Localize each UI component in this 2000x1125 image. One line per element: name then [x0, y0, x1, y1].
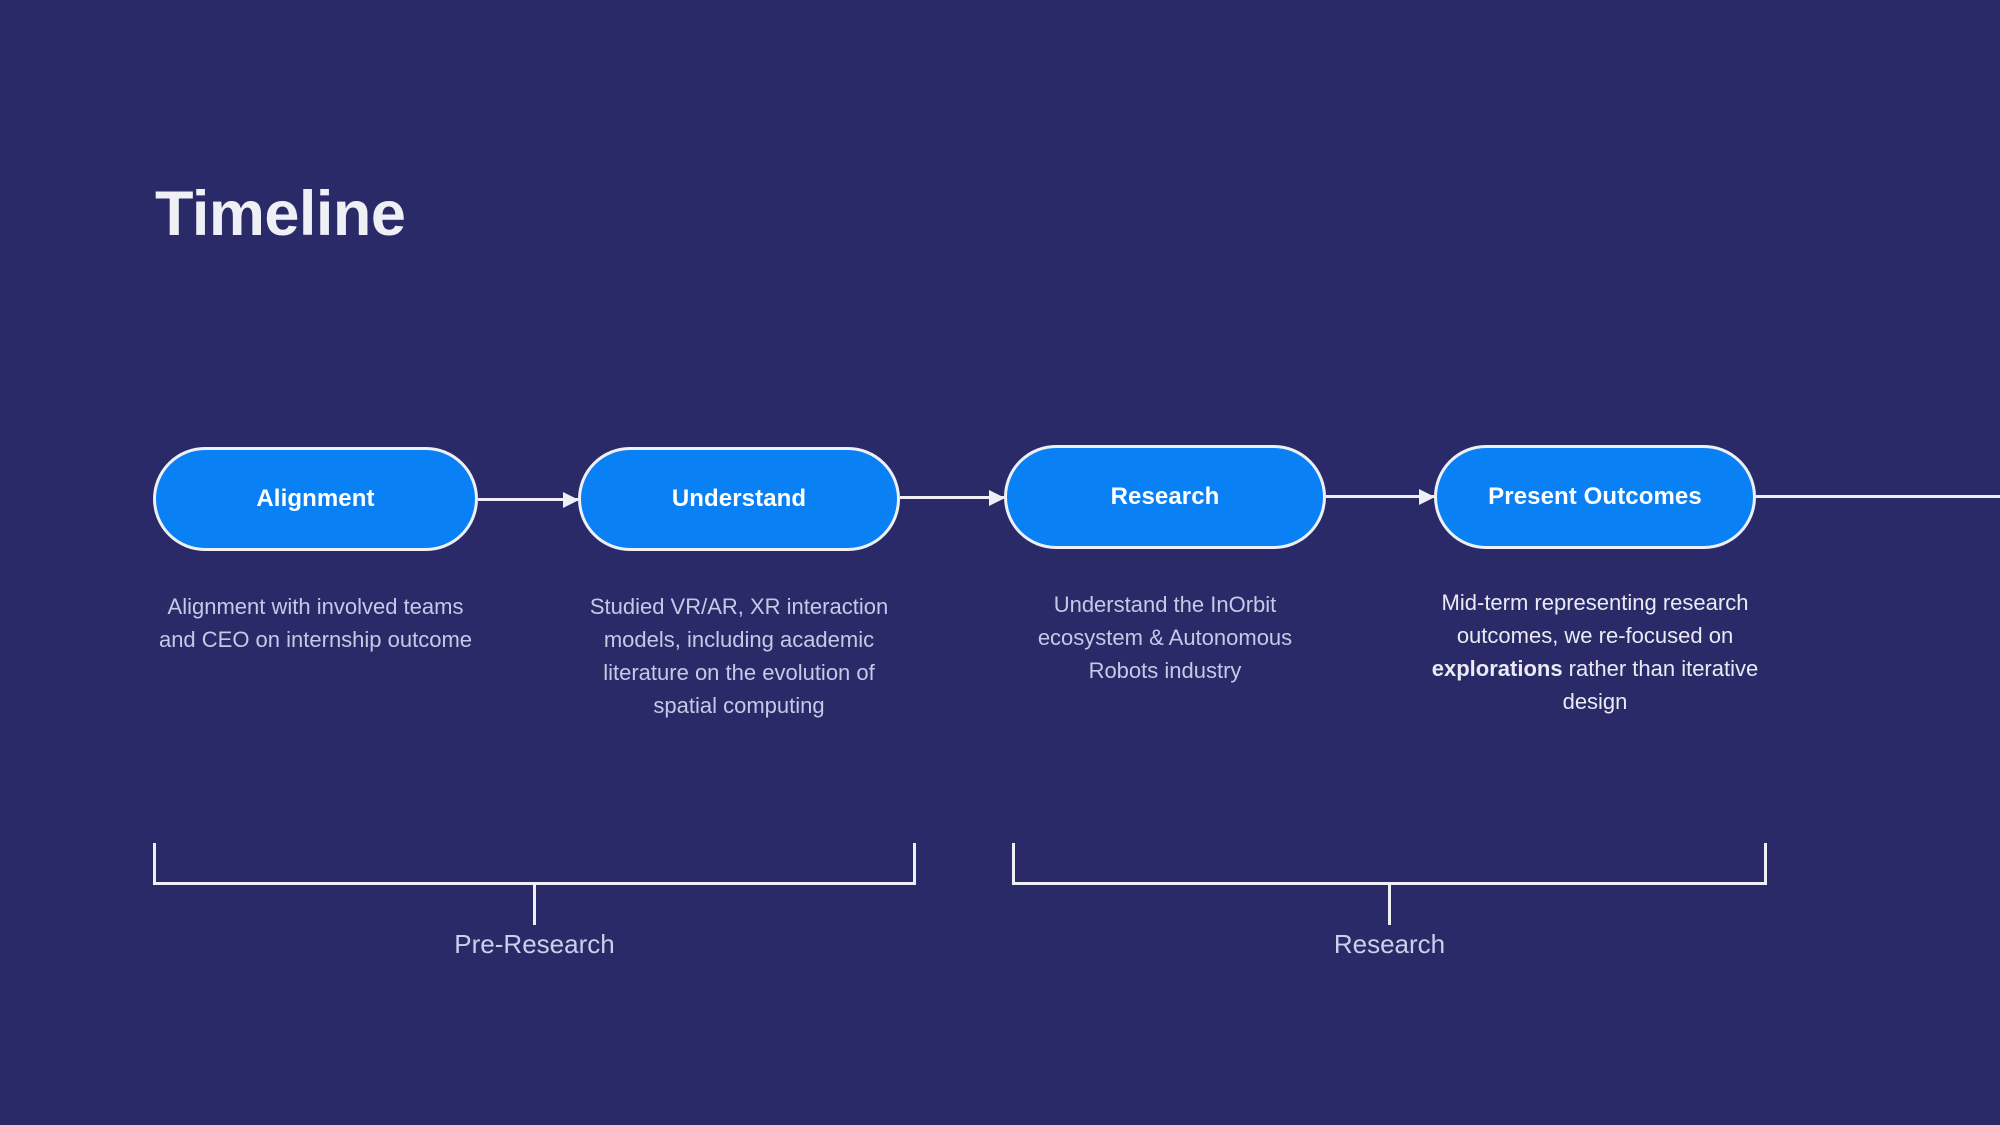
timeline-node-label: Understand	[671, 485, 807, 512]
timeline-node-description: Mid-term representing research outcomes,…	[1424, 586, 1766, 718]
bracket-tick-icon	[533, 885, 536, 925]
timeline-node-label: Present Outcomes	[1488, 483, 1702, 510]
timeline-node-research[interactable]: Research	[1004, 445, 1326, 549]
description-prefix: Mid-term representing research outcomes,…	[1441, 590, 1749, 648]
arrow-connector-icon	[1326, 495, 1434, 498]
timeline-node-label: Research	[1110, 483, 1220, 510]
bracket-tick-icon	[1388, 885, 1391, 925]
phase-label: Pre-Research	[454, 929, 615, 959]
timeline-node-description: Understand the InOrbit ecosystem & Auton…	[1037, 592, 1293, 683]
arrow-connector-icon	[478, 498, 578, 501]
timeline-node-description: Alignment with involved teams and CEO on…	[158, 594, 473, 652]
description-suffix: rather than iterative design	[1562, 656, 1759, 714]
timeline-node-present-outcomes[interactable]: Present Outcomes	[1434, 445, 1756, 549]
timeline-node-description: Studied VR/AR, XR interaction models, in…	[589, 594, 889, 718]
timeline-node-label: Alignment	[256, 485, 375, 512]
page-title: Timeline	[155, 179, 406, 249]
timeline-node-alignment[interactable]: Alignment	[153, 447, 478, 551]
arrow-connector-icon	[900, 496, 1004, 499]
phase-label: Research	[1333, 929, 1446, 959]
phase-bracket-pre-research: Pre-Research	[153, 843, 916, 959]
timeline-node-understand[interactable]: Understand	[578, 447, 900, 551]
description-emphasis: explorations	[1431, 656, 1563, 681]
timeline-continuation-line	[1756, 495, 2000, 498]
phase-bracket-research: Research	[1012, 843, 1767, 959]
